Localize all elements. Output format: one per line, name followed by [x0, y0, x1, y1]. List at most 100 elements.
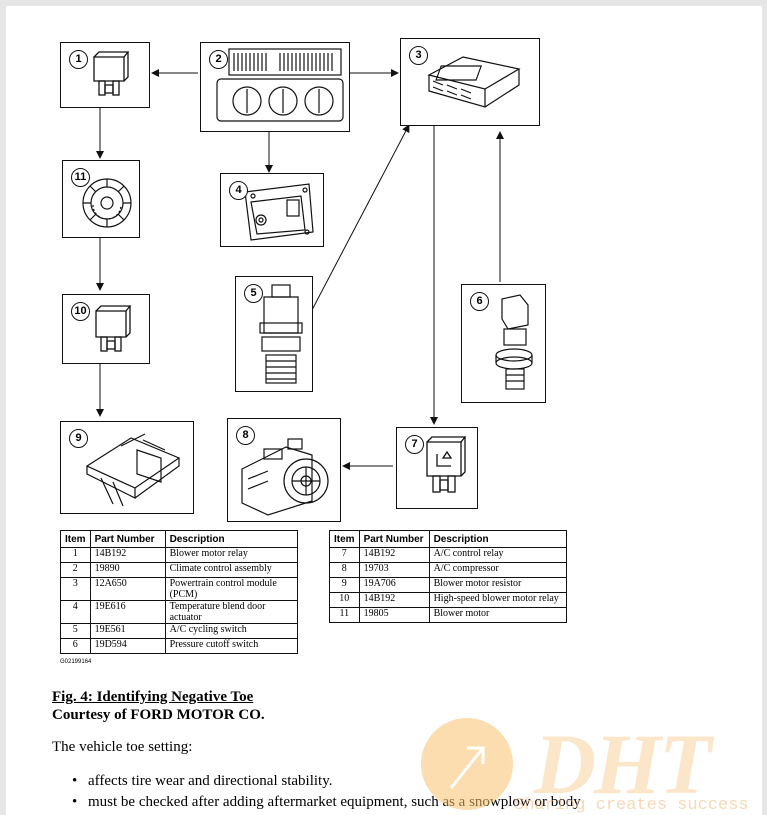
arrow-5-to-3: [311, 124, 410, 311]
table-row: 3 12A650 Powertrain control module (PCM): [60, 577, 299, 601]
component-box-2: 2: [200, 42, 350, 132]
part-number-cell: 19E616: [89, 600, 166, 624]
component-number: 4: [229, 181, 248, 200]
relay-icon: [93, 51, 130, 96]
body-paragraph: The vehicle toe setting:: [52, 739, 193, 755]
blend-door-actuator-icon: [244, 183, 314, 241]
column-header-item: Item: [60, 530, 91, 548]
description-cell: A/C cycling switch: [164, 623, 299, 639]
description-cell: High-speed blower motor relay: [428, 592, 568, 608]
description-cell: A/C compressor: [428, 562, 568, 578]
description-cell: Powertrain control module (PCM): [164, 577, 299, 601]
table-row: 6 19D594 Pressure cutoff switch: [60, 638, 299, 654]
caption-title: Fig. 4: Identifying Negative Toe: [52, 689, 254, 705]
part-number-cell: 19A706: [358, 577, 430, 593]
item-cell: 1: [60, 547, 91, 563]
part-number-cell: 14B192: [358, 592, 430, 608]
table-row: 8 19703 A/C compressor: [329, 562, 568, 578]
parts-table-left: Item Part Number Description 1 14B192 Bl…: [60, 530, 299, 654]
description-cell: Blower motor: [428, 607, 568, 623]
watermark-circle: [421, 718, 513, 810]
component-number: 9: [69, 429, 88, 448]
caption-courtesy: Courtesy of FORD MOTOR CO.: [52, 707, 265, 723]
part-number-cell: 19805: [358, 607, 430, 623]
table-row: 9 19A706 Blower motor resistor: [329, 577, 568, 593]
compressor-icon: [241, 438, 329, 516]
column-header-description: Description: [428, 530, 568, 548]
table-header-row: Item Part Number Description: [60, 530, 299, 548]
relay-icon: [426, 436, 467, 493]
watermark-slogan: Sharing creates success: [514, 796, 749, 815]
item-cell: 5: [60, 623, 91, 639]
climate-control-panel-icon: [216, 48, 344, 122]
table-row: 2 19890 Climate control assembly: [60, 562, 299, 578]
component-box-8: 8: [227, 418, 341, 522]
figure-caption: Fig. 4: Identifying Negative Toe Courtes…: [52, 688, 265, 724]
part-number-cell: 19890: [89, 562, 166, 578]
list-item: affects tire wear and directional stabil…: [52, 771, 581, 792]
table-row: 7 14B192 A/C control relay: [329, 547, 568, 563]
part-number-cell: 12A650: [89, 577, 166, 601]
part-number-cell: 19703: [358, 562, 430, 578]
connection-arrows: [96, 69, 504, 470]
figure-code: G02199164: [60, 659, 92, 665]
component-number: 3: [409, 46, 428, 65]
component-box-5: 5: [235, 276, 313, 392]
column-header-part-number: Part Number: [358, 530, 430, 548]
item-cell: 8: [329, 562, 360, 578]
item-cell: 7: [329, 547, 360, 563]
column-header-description: Description: [164, 530, 299, 548]
component-number: 7: [405, 435, 424, 454]
component-number: 11: [71, 168, 90, 187]
watermark-logo: DHT: [534, 716, 712, 812]
component-box-1: 1: [60, 42, 150, 108]
component-box-3: 3: [400, 38, 540, 126]
blower-motor-icon: [82, 178, 132, 228]
parts-table-right: Item Part Number Description 7 14B192 A/…: [329, 530, 568, 623]
description-cell: Blower motor resistor: [428, 577, 568, 593]
table-header-row: Item Part Number Description: [329, 530, 568, 548]
resistor-icon: [85, 433, 181, 507]
table-row: 11 19805 Blower motor: [329, 607, 568, 623]
item-cell: 10: [329, 592, 360, 608]
cycling-switch-icon: [259, 284, 303, 384]
table-row: 1 14B192 Blower motor relay: [60, 547, 299, 563]
description-cell: A/C control relay: [428, 547, 568, 563]
component-box-11: 11: [62, 160, 140, 238]
arrow-icon: [449, 746, 485, 789]
table-row: 5 19E561 A/C cycling switch: [60, 623, 299, 639]
component-number: 6: [470, 292, 489, 311]
item-cell: 2: [60, 562, 91, 578]
pressure-switch-icon: [495, 294, 533, 390]
component-number: 2: [209, 50, 228, 69]
table-row: 4 19E616 Temperature blend door actuator: [60, 600, 299, 624]
item-cell: 9: [329, 577, 360, 593]
description-cell: Blower motor relay: [164, 547, 299, 563]
component-number: 5: [244, 284, 263, 303]
component-box-7: 7: [396, 427, 478, 509]
document-page: 1 2 3: [6, 6, 762, 815]
item-cell: 11: [329, 607, 360, 623]
description-cell: Climate control assembly: [164, 562, 299, 578]
component-box-10: 10: [62, 294, 150, 364]
component-box-4: 4: [220, 173, 324, 247]
description-cell: Temperature blend door actuator: [164, 600, 299, 624]
component-box-9: 9: [60, 421, 194, 514]
table-row: 10 14B192 High-speed blower motor relay: [329, 592, 568, 608]
item-cell: 4: [60, 600, 91, 624]
part-number-cell: 19D594: [89, 638, 166, 654]
column-header-item: Item: [329, 530, 360, 548]
item-cell: 6: [60, 638, 91, 654]
column-header-part-number: Part Number: [89, 530, 166, 548]
part-number-cell: 14B192: [89, 547, 166, 563]
component-number: 1: [69, 50, 88, 69]
control-module-icon: [427, 56, 521, 108]
component-number: 8: [236, 426, 255, 445]
item-cell: 3: [60, 577, 91, 601]
description-cell: Pressure cutoff switch: [164, 638, 299, 654]
relay-icon: [95, 305, 132, 352]
part-number-cell: 14B192: [358, 547, 430, 563]
component-number: 10: [71, 302, 90, 321]
part-number-cell: 19E561: [89, 623, 166, 639]
component-box-6: 6: [461, 284, 546, 403]
